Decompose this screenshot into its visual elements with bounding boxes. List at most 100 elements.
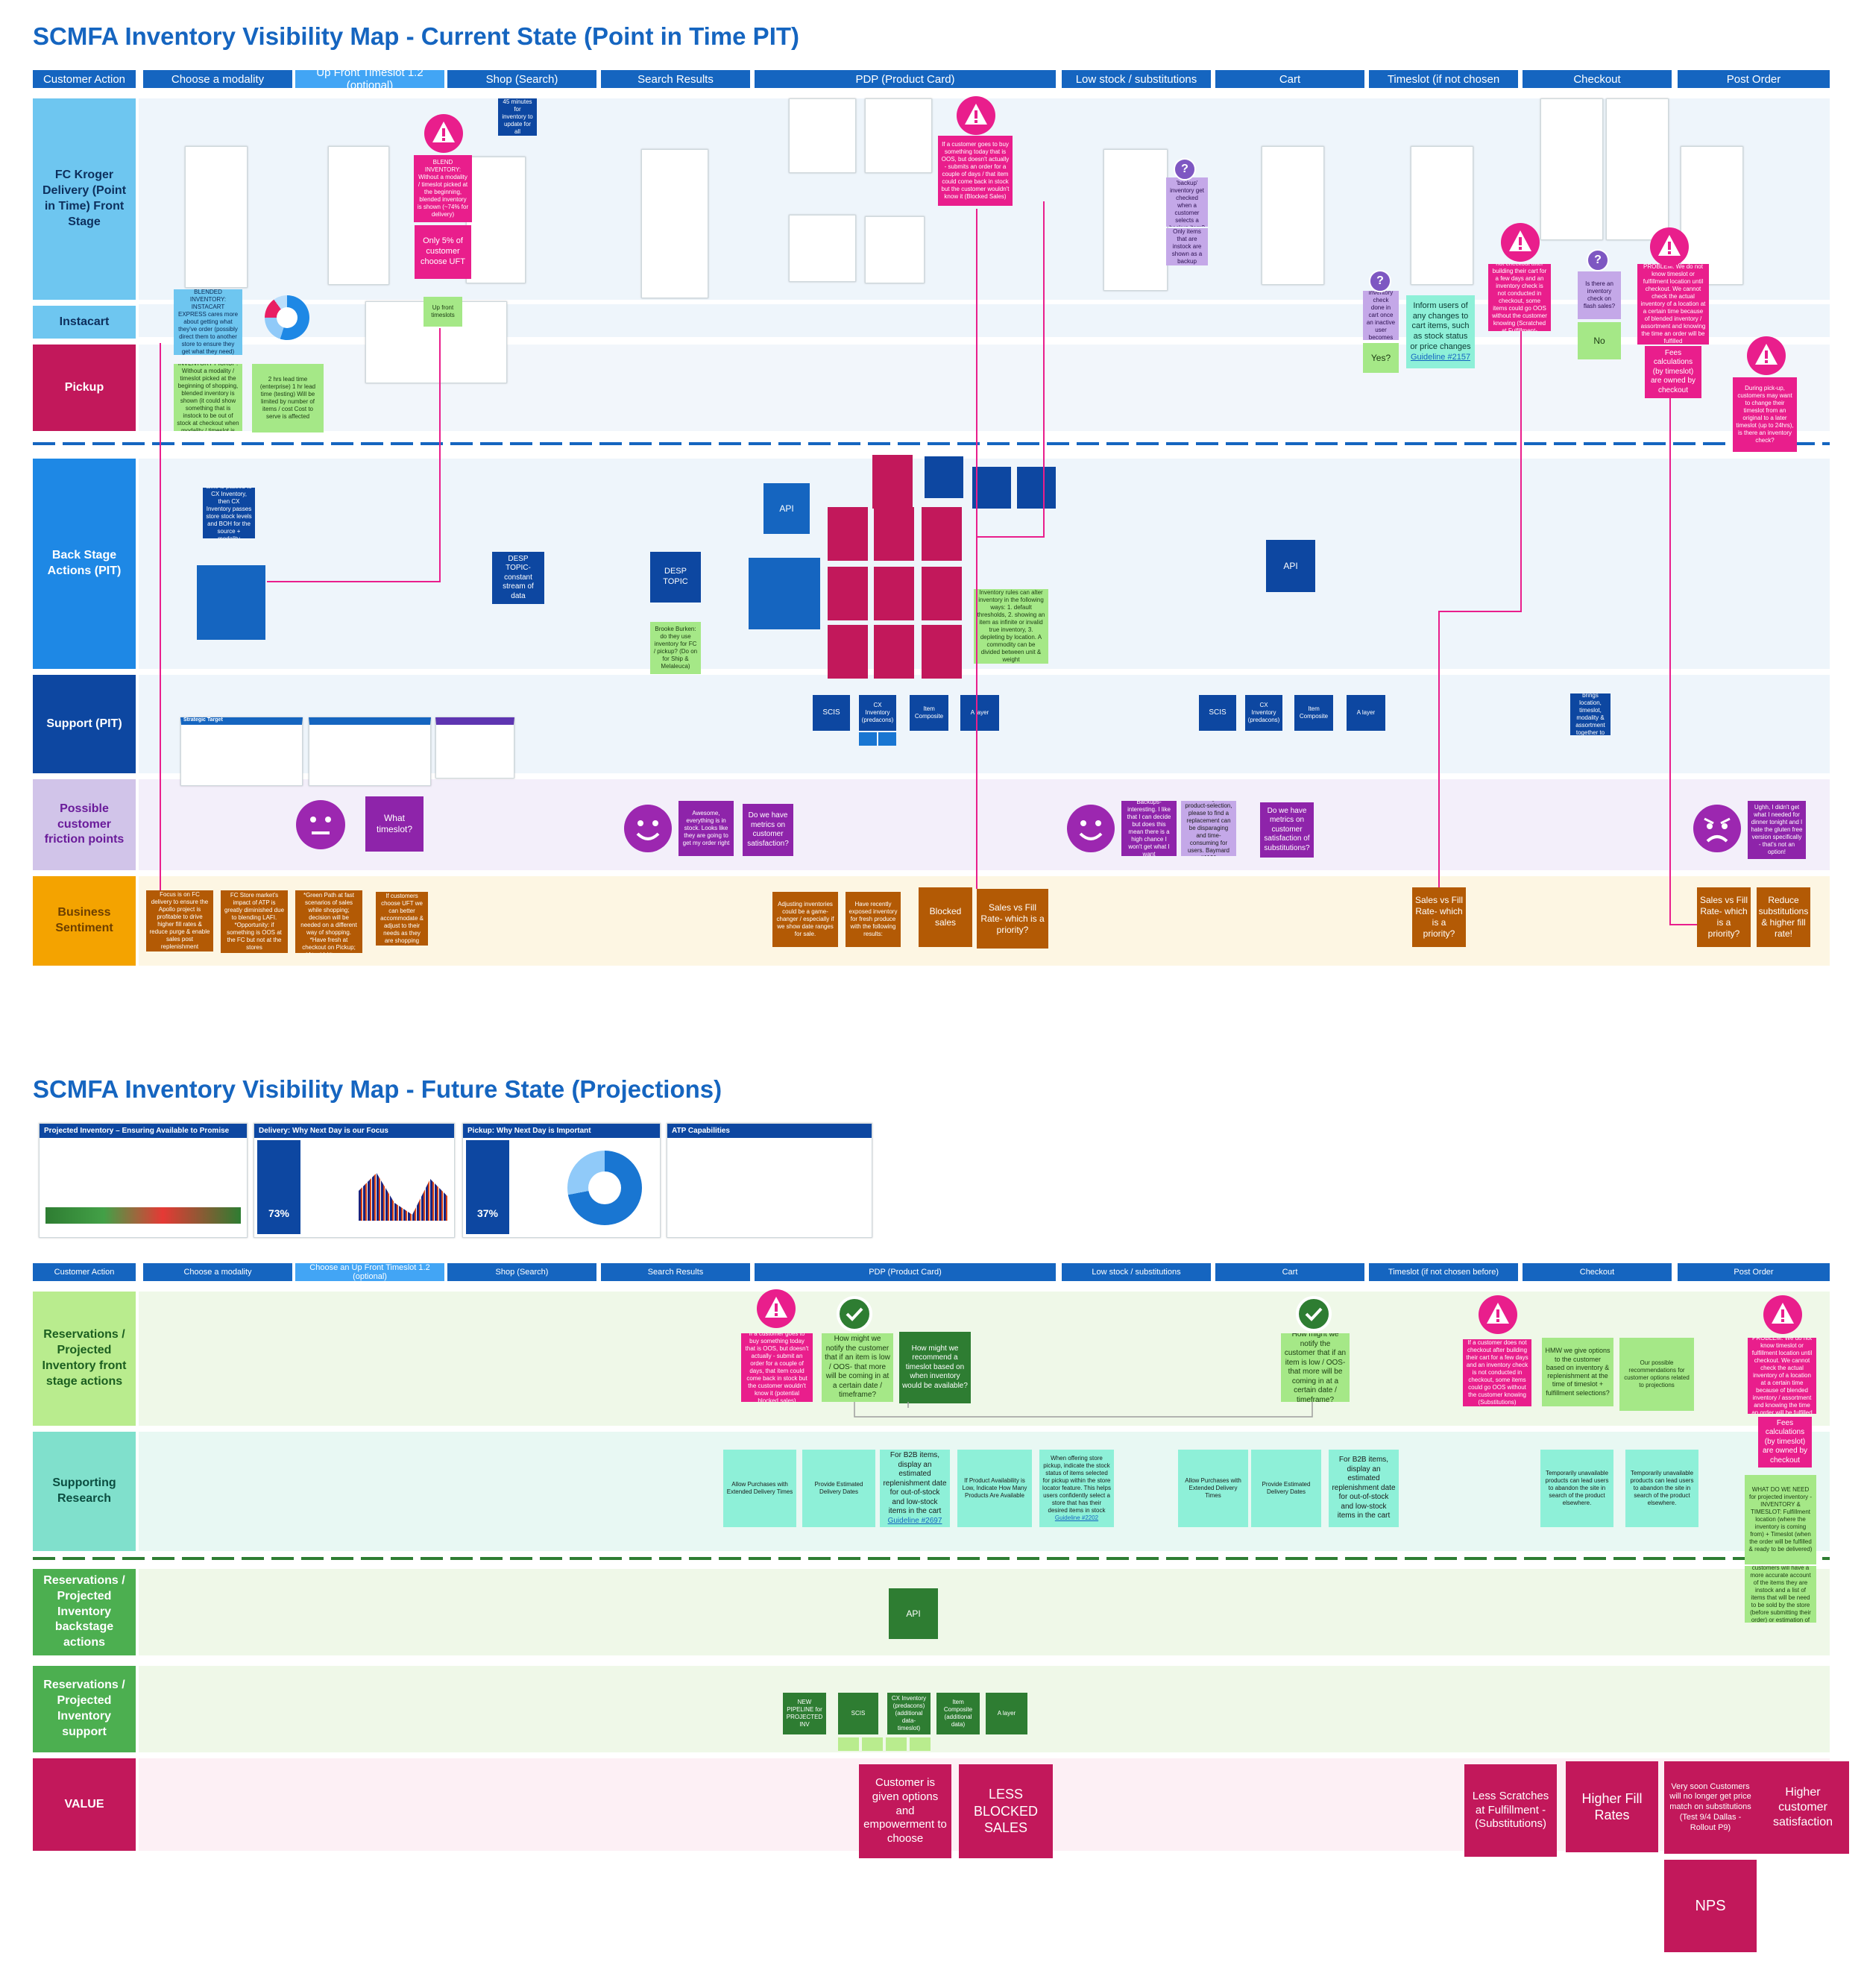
lane-pickup: Pickup [33, 345, 136, 431]
strategic-target-slide-2 [309, 717, 431, 786]
slide-atp-capabilities: ATP Capabilities [667, 1123, 872, 1238]
current-state-title: SCMFA Inventory Visibility Map - Current… [33, 22, 800, 50]
category-tile [874, 625, 914, 679]
future-header-10: Post Order [1678, 1263, 1830, 1281]
note-item-composite: Item Composite brings location, timeslot… [1570, 693, 1610, 735]
value-less-scratches: Less Scratches at Fulfillment - (Substit… [1464, 1764, 1557, 1857]
future-state-title: SCMFA Inventory Visibility Map - Future … [33, 1075, 722, 1103]
lane-fc-delivery: FC Kroger Delivery (Point in Time) Front… [33, 98, 136, 300]
slide-projected-inventory: Projected Inventory – Ensuring Available… [39, 1123, 248, 1238]
future-header-0: Customer Action [33, 1263, 136, 1281]
note-only-instock: Only items that are instock are shown as… [1166, 228, 1208, 265]
note-future-checkout-warning: If a customer does not checkout after bu… [1463, 1339, 1531, 1406]
current-header-6: Low stock / substitutions [1062, 70, 1211, 88]
slide-pickup-title: Pickup: Why Next Day is Important [463, 1124, 660, 1138]
note-no: No [1578, 322, 1621, 359]
note-focus-fc: Focus is on FC delivery to ensure the Ap… [146, 890, 213, 951]
category-tile [922, 507, 962, 561]
angry-face-icon [1693, 804, 1742, 853]
a-layer-box: A layer [960, 695, 999, 731]
checkmark-icon [1296, 1296, 1332, 1332]
pickup-donut-chart [567, 1151, 642, 1225]
slide-delivery: Delivery: Why Next Day is our Focus 73% [254, 1123, 455, 1238]
guideline-2697-link[interactable]: Guideline #2697 [887, 1516, 942, 1525]
slide-pickup: Pickup: Why Next Day is Important 37% [462, 1123, 661, 1238]
note-desp-topic: DESP TOPIC [650, 552, 701, 603]
pickup-stat-panel: 37% [466, 1140, 509, 1234]
note-refreshing: Refreshing to the product-selection, ple… [1181, 801, 1236, 856]
future-api-box: API [889, 1588, 938, 1639]
screenshot-timeslot2 [1411, 146, 1473, 285]
note-fc-store: FC Store market's impact of ATP is great… [221, 890, 288, 953]
cx-inventory-box-cart: CX Inventory (predacons) [1245, 695, 1282, 731]
category-tile [828, 567, 868, 620]
lane-business: Business Sentiment [33, 876, 136, 966]
warning-icon [1499, 222, 1542, 262]
future-a-layer-box: A layer [986, 1693, 1027, 1734]
note-reduce-subs: Reduce substitutions & higher fill rate! [1757, 887, 1810, 947]
note-adjusting-inv: Adjusting inventories could be a game-ch… [772, 892, 838, 947]
note-blended-pickup: BLENDED INVENTORY PICKUP: Without a moda… [174, 364, 242, 431]
slide-projected-timeline [45, 1207, 241, 1224]
slide-delivery-title: Delivery: Why Next Day is our Focus [254, 1124, 454, 1138]
happy-face-icon [1066, 804, 1115, 853]
guideline-2157-link[interactable]: Guideline #2157 [1410, 352, 1471, 362]
category-tile [828, 507, 868, 561]
future-header-8: Timeslot (if not chosen before) [1369, 1263, 1518, 1281]
research-provide-dates-cart: Provide Estimated Delivery Dates [1251, 1450, 1321, 1527]
category-tile [922, 625, 962, 679]
future-lane-bg-support [139, 1666, 1830, 1752]
note-flash-sales: Is there an inventory check on flash sal… [1578, 271, 1621, 319]
item-composite-box-cart: Item Composite [1294, 695, 1333, 731]
cx-inventory-sub-2 [878, 732, 896, 746]
research-store-pickup: When offering store pickup, indicate the… [1039, 1450, 1114, 1527]
warning-icon [422, 113, 465, 154]
guideline-2202-link[interactable]: Guideline #2202 [1054, 1514, 1099, 1521]
a-layer-box-cart: A layer [1347, 695, 1385, 731]
note-hmw-notify: How might we notify the customer that if… [822, 1333, 893, 1402]
future-support-sub-boxes [838, 1737, 931, 1751]
lane-reservations-backstage: Reservations / Projected Inventory backs… [33, 1569, 136, 1655]
note-choose-uft: If customers choose UFT we can better ac… [376, 892, 428, 946]
note-hmw-options: HMW we give options to the customer base… [1542, 1338, 1613, 1406]
value-higher-fill: Higher Fill Rates [1566, 1761, 1658, 1852]
note-checkout-research: Our possible recommendations for custome… [1619, 1338, 1694, 1411]
research-temp-unavailable-2: Temporarily unavailable products can lea… [1625, 1450, 1698, 1527]
note-pickup-post: During pick-up, customers may want to ch… [1733, 377, 1797, 452]
warning-icon [1476, 1295, 1520, 1335]
future-item-composite-box: Item Composite (additional data) [936, 1693, 980, 1734]
strategic-target-slide-1 [180, 717, 303, 786]
question-icon: ? [1369, 270, 1391, 292]
category-tile [874, 567, 914, 620]
note-recently-exposed: Have recently exposed inventory for fres… [846, 892, 901, 947]
research-b2b: For B2B items, display an estimated repl… [880, 1450, 950, 1527]
current-header-9: Checkout [1523, 70, 1672, 88]
lane-reservations-support: Reservations / Projected Inventory suppo… [33, 1666, 136, 1752]
note-upfront-timeslots: Up front timeslots [424, 297, 462, 327]
future-header-4: Search Results [601, 1263, 750, 1281]
note-backups-interesting: Backups- interesting. I like that I can … [1121, 801, 1177, 856]
future-cx-inventory-box: CX Inventory (predacons) (additional dat… [887, 1693, 931, 1734]
value-nps: NPS [1664, 1860, 1757, 1952]
threshold-box [1017, 467, 1056, 509]
connector-lines [160, 201, 1697, 925]
research-temp-unavailable-1: Temporarily unavailable products can lea… [1540, 1450, 1613, 1527]
screenshot-checkout-2 [1606, 98, 1669, 240]
checkmark-icon [837, 1296, 872, 1332]
category-tile [874, 507, 914, 561]
value-less-blocked: LESS BLOCKED SALES [959, 1764, 1053, 1858]
screenshot-results [641, 149, 708, 298]
note-takes-15-45: It takes 15-45 minutes for inventory to … [498, 98, 537, 136]
future-header-3: Shop (Search) [447, 1263, 596, 1281]
research-availability: If Product Availability is Low, Indicate… [957, 1450, 1032, 1527]
future-scis-box: SCIS [838, 1693, 878, 1734]
lane-instacart: Instacart [33, 306, 136, 339]
note-blended-instacart: BLENDED INVENTORY: INSTACART EXPRESS car… [174, 289, 242, 355]
screenshot-pdp-1 [789, 98, 856, 173]
category-tile [872, 455, 913, 509]
screenshot-checkout [1540, 98, 1603, 240]
note-fees-calc: Fees calculations (by timeslot) are owne… [1645, 346, 1701, 398]
note-hmw-notify-cart: How might we notify the customer that if… [1281, 1333, 1350, 1402]
research-allow-purchases-cart: Allow Purchases with Extended Delivery T… [1178, 1450, 1248, 1527]
